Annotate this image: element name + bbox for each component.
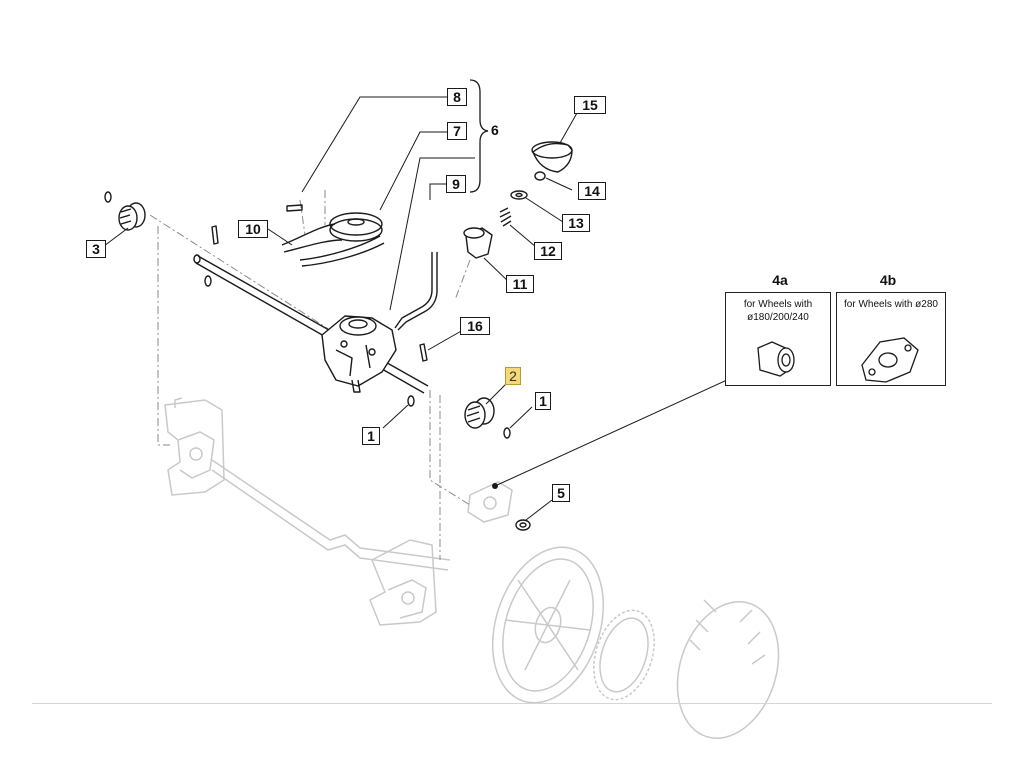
variant-4b-title: 4b — [879, 272, 897, 288]
callout-part-12[interactable]: 12 — [534, 242, 562, 260]
callout-part-1-left[interactable]: 1 — [362, 427, 380, 445]
callout-part-14[interactable]: 14 — [578, 182, 606, 200]
callout-part-7[interactable]: 7 — [447, 122, 467, 140]
callout-part-11[interactable]: 11 — [506, 275, 534, 293]
callout-part-9[interactable]: 9 — [446, 175, 466, 193]
callout-part-2-highlighted[interactable]: 2 — [505, 367, 521, 385]
ghost-assembly — [164, 397, 780, 739]
variant-4b-line1: for Wheels with ø280 — [844, 299, 938, 310]
leader-lines — [103, 96, 728, 521]
callout-part-3[interactable]: 3 — [86, 240, 106, 258]
variant-4a-title: 4a — [772, 272, 788, 288]
group-label-6: 6 — [491, 122, 499, 138]
callout-part-16[interactable]: 16 — [460, 317, 490, 335]
assembly-guides — [149, 190, 471, 560]
callout-part-10[interactable]: 10 — [238, 220, 268, 238]
callout-part-5[interactable]: 5 — [552, 484, 570, 502]
variant-4a-box[interactable]: for Wheels with ø180/200/240 — [725, 292, 831, 386]
group-brace — [469, 79, 489, 193]
variant-4a-description: for Wheels with ø180/200/240 — [726, 298, 830, 324]
connector-dot — [492, 483, 498, 489]
variant-4b-description: for Wheels with ø280 — [837, 298, 945, 311]
callout-part-1-right[interactable]: 1 — [535, 392, 551, 410]
bottom-divider — [32, 703, 992, 704]
variant-4a-line1: for Wheels with — [743, 299, 813, 310]
callout-part-13[interactable]: 13 — [562, 214, 590, 232]
drive-parts — [104, 141, 573, 531]
callout-part-8[interactable]: 8 — [447, 88, 467, 106]
variant-4b-box[interactable]: for Wheels with ø280 — [836, 292, 946, 386]
variant-4a-line2: ø180/200/240 — [747, 312, 809, 323]
callout-part-15[interactable]: 15 — [574, 96, 606, 114]
